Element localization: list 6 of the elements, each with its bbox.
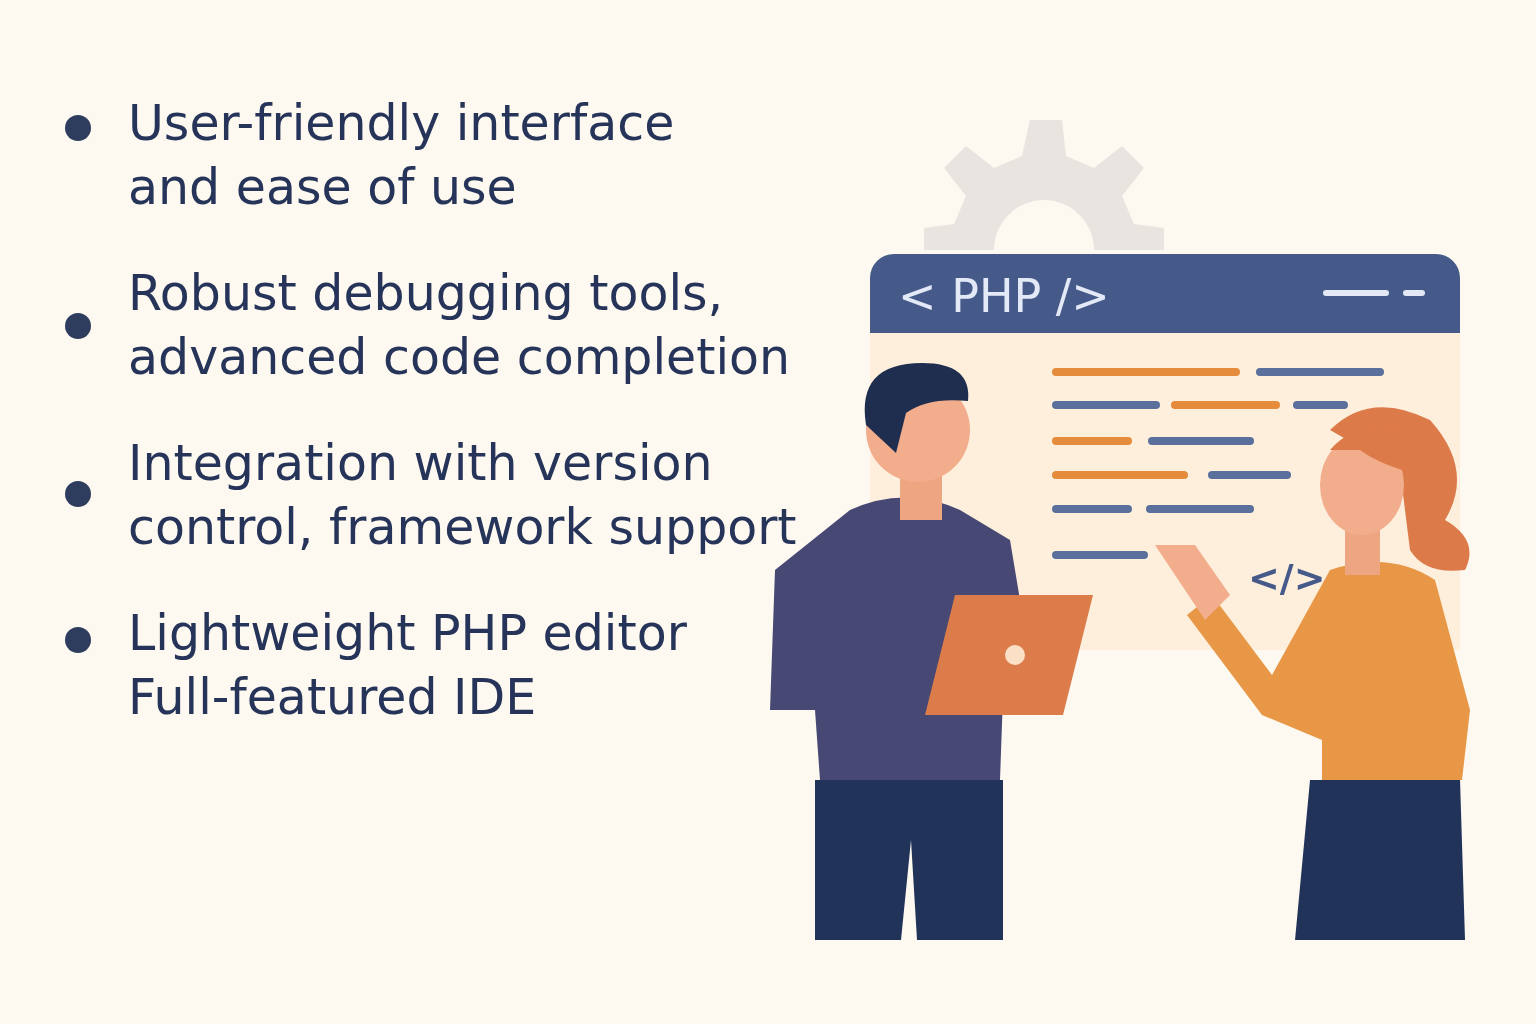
code-tag-symbol: </> bbox=[1248, 556, 1326, 600]
feature-text: Lightweight PHP editor Full-featured IDE bbox=[128, 604, 688, 728]
feature-text: Integration with version control, framework support bbox=[128, 434, 798, 558]
feature-text: User-friendly interface and ease of use bbox=[128, 94, 676, 218]
window-title: < PHP /> bbox=[898, 268, 1110, 324]
feature-text: Robust debugging tools, advanced code completion bbox=[128, 264, 792, 388]
